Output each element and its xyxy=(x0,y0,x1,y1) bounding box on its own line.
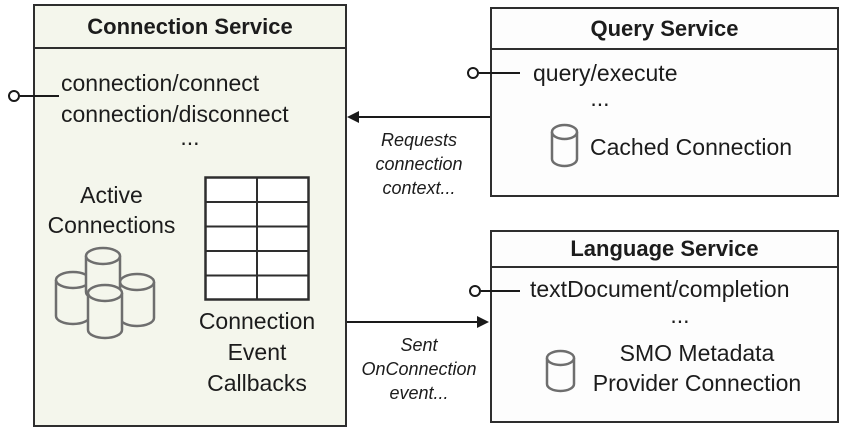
language-service-interface-stub xyxy=(481,290,520,292)
method-connection-connect: connection/connect xyxy=(61,70,260,96)
connection-service-box: Connection Service connection/connect co… xyxy=(33,4,347,427)
language-service-interface-lollipop-icon xyxy=(469,285,481,297)
connection-service-title: Connection Service xyxy=(35,6,345,49)
language-service-more-ellipsis: ... xyxy=(670,302,690,328)
requests-connection-arrowhead-icon xyxy=(347,111,359,123)
callbacks-table-icon xyxy=(204,176,310,301)
method-connection-disconnect: connection/disconnect xyxy=(61,101,289,127)
cached-connection-label: Cached Connection xyxy=(590,134,793,160)
language-service-title: Language Service xyxy=(492,232,837,268)
requests-connection-context-label: Requests connection context... xyxy=(375,130,463,198)
connection-service-interface-lollipop-icon xyxy=(8,90,20,102)
query-service-interface-stub xyxy=(479,72,520,74)
requests-connection-arrow-line xyxy=(357,116,490,118)
connection-service-interface-stub xyxy=(20,95,59,97)
cached-connection-database-icon xyxy=(550,123,579,168)
language-service-box: Language Service textDocument/completion… xyxy=(490,230,839,423)
query-service-interface-lollipop-icon xyxy=(467,67,479,79)
query-service-box: Query Service query/execute ... Cached C… xyxy=(490,7,839,197)
connection-event-callbacks-label: Connection Event Callbacks xyxy=(198,308,316,396)
sent-onconnection-event-label: Sent OnConnection event... xyxy=(361,335,477,403)
sent-onconnection-arrow-line xyxy=(347,321,478,323)
query-service-title: Query Service xyxy=(492,9,837,50)
active-connections-label: Active Connections xyxy=(47,182,176,238)
connection-service-methods: connection/connect connection/disconnect xyxy=(61,68,289,130)
query-service-more-ellipsis: ... xyxy=(590,85,610,111)
sent-onconnection-arrowhead-icon xyxy=(477,316,489,328)
smo-metadata-provider-connection-label: SMO Metadata Provider Connection xyxy=(592,340,802,396)
connection-service-more-ellipsis: ... xyxy=(180,124,200,150)
smo-metadata-database-icon xyxy=(545,349,576,393)
method-textdocument-completion: textDocument/completion xyxy=(530,276,790,302)
method-query-execute: query/execute xyxy=(533,60,678,86)
active-connections-database-cluster-icon xyxy=(54,246,156,340)
